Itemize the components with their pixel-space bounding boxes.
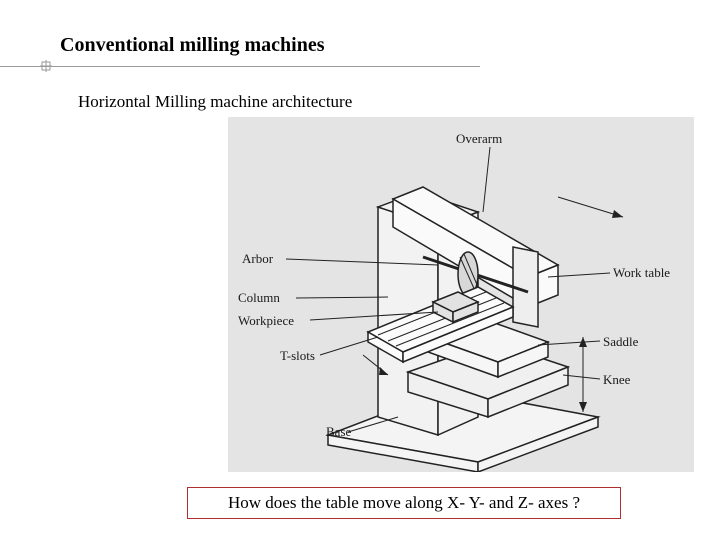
label-work-table: Work table: [613, 265, 670, 280]
label-tslots: T-slots: [280, 348, 315, 363]
label-column: Column: [238, 290, 280, 305]
title-rule: [0, 66, 480, 67]
milling-machine-diagram: Overarm Arbor Column Workpiece T-slots B…: [238, 131, 670, 474]
crosshair-icon: [40, 60, 52, 72]
label-workpiece: Workpiece: [238, 313, 294, 328]
subtitle: Horizontal Milling machine architecture: [78, 92, 353, 111]
question-box: How does the table move along X- Y- and …: [187, 487, 621, 519]
label-overarm: Overarm: [456, 131, 502, 146]
label-arbor: Arbor: [242, 251, 274, 266]
arrow-heads: [379, 210, 623, 412]
arbor-shape: [422, 246, 539, 328]
label-knee: Knee: [603, 372, 631, 387]
label-base: Base: [326, 424, 352, 439]
label-saddle: Saddle: [603, 334, 639, 349]
workpiece-shape: [431, 291, 480, 324]
leader-lines: [285, 146, 624, 433]
slide-title: Conventional milling machines: [60, 34, 325, 56]
milling-machine-figure: Overarm Arbor Column Workpiece T-slots B…: [228, 117, 694, 474]
question-text: How does the table move along X- Y- and …: [227, 493, 580, 512]
